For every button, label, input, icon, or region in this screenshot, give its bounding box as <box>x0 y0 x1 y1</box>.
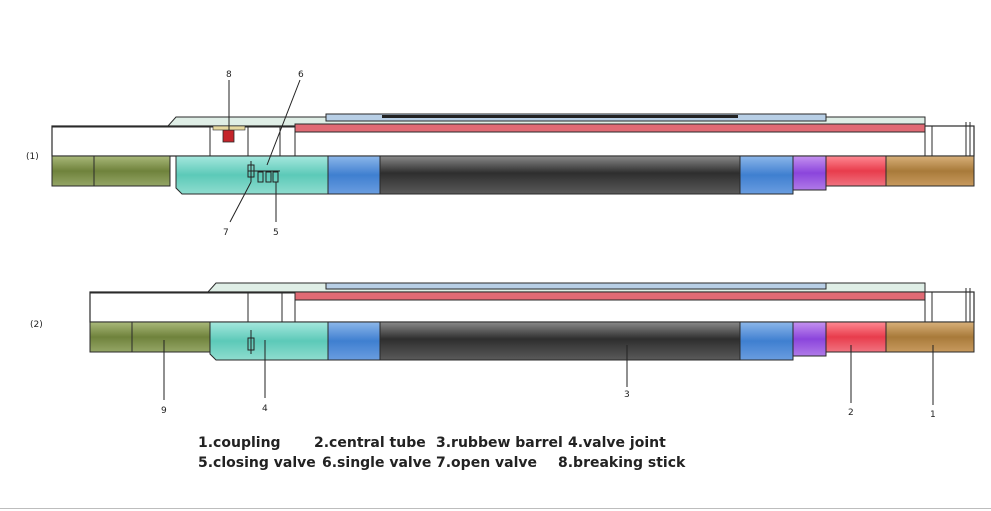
callout-2: 2 <box>848 408 854 418</box>
legend-item-closing-valve: 5.closing valve <box>198 455 316 471</box>
central-tube-lower <box>825 155 887 187</box>
breaking-stick <box>222 129 235 143</box>
rubber-barrel <box>379 321 741 361</box>
blue-ring-left <box>327 155 381 195</box>
coupling <box>885 321 975 353</box>
assembly-top: 8 6 7 5 (1) <box>26 70 975 238</box>
figure-label-top: (1) <box>26 152 39 162</box>
legend-row-1: 1.coupling 2.central tube 3.rubbew barre… <box>198 433 685 453</box>
callout-8: 8 <box>226 70 232 80</box>
callout-1: 1 <box>930 410 936 420</box>
bottom-divider <box>0 508 991 509</box>
purple-ring <box>792 321 827 357</box>
valve-joint-body <box>175 155 329 195</box>
leader-lines-top <box>228 79 301 223</box>
callout-7: 7 <box>223 228 229 238</box>
blue-ring-right <box>739 155 794 195</box>
olive-sub-a <box>51 155 95 187</box>
legend-row-2: 5.closing valve 6.single valve 7.open va… <box>198 453 685 473</box>
legend-item-single-valve: 6.single valve <box>322 455 432 471</box>
olive-sub-b <box>93 155 171 187</box>
assembly-bottom: 9 4 3 2 1 (2) <box>30 282 975 420</box>
callout-5: 5 <box>273 228 279 238</box>
callout-9: 9 <box>161 406 167 416</box>
legend-item-coupling: 1.coupling <box>198 435 281 451</box>
central-tube-lower <box>825 321 887 353</box>
housing-top-strip <box>325 282 827 290</box>
olive-sub-b <box>131 321 211 353</box>
leader-lines-bottom <box>163 340 934 405</box>
legend-item-central-tube: 2.central tube <box>314 435 426 451</box>
blue-ring-left <box>327 321 381 361</box>
coupling <box>885 155 975 187</box>
callout-6: 6 <box>298 70 304 80</box>
figure-label-bottom: (2) <box>30 320 43 330</box>
legend-item-open-valve: 7.open valve <box>436 455 538 471</box>
legend-item-valve-joint: 4.valve joint <box>568 435 666 451</box>
legend-item-breaking-stick: 8.breaking stick <box>558 455 686 471</box>
valve-joint-body <box>209 321 329 361</box>
rubber-barrel <box>379 155 741 195</box>
valve-symbols <box>247 330 255 354</box>
central-tube-upper <box>294 123 926 133</box>
legend: 1.coupling 2.central tube 3.rubbew barre… <box>198 433 685 473</box>
central-tube-upper <box>294 291 926 301</box>
housing-top-dark-strip <box>382 115 738 118</box>
valve-symbols <box>247 161 280 183</box>
legend-item-rubbew-barrel: 3.rubbew barrel <box>436 435 563 451</box>
callout-4: 4 <box>262 404 268 414</box>
olive-sub-a <box>89 321 133 353</box>
blue-ring-right <box>739 321 794 361</box>
callout-3: 3 <box>624 390 630 400</box>
purple-ring <box>792 155 827 191</box>
